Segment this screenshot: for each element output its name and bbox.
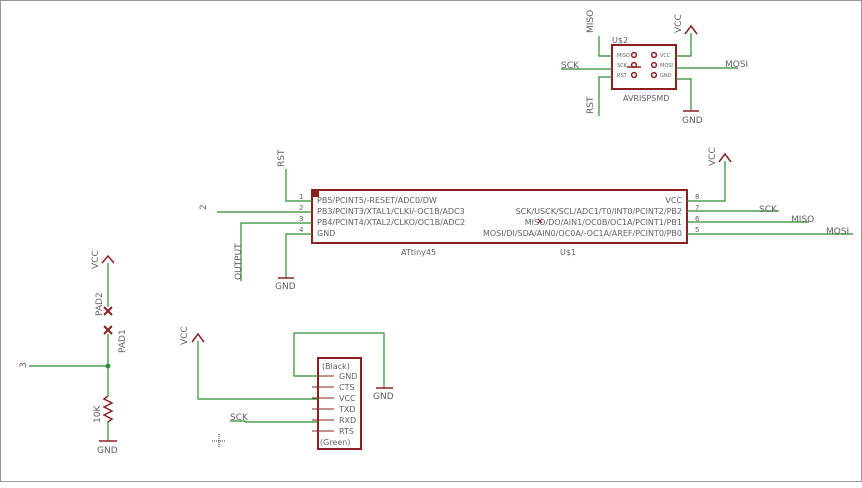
ftdi-net-gnd: GND xyxy=(373,392,394,402)
ftdi-net-vcc: VCC xyxy=(180,326,190,345)
mcu-left-pin4-name: GND xyxy=(317,229,335,238)
mcu-gnd-wire xyxy=(285,233,312,278)
mcu-net-2: 2 xyxy=(199,204,209,210)
ftdi-vcc-symbol xyxy=(191,332,205,343)
mcu-net-output: OUTPUT xyxy=(234,243,244,280)
resistor-value: 10K xyxy=(93,405,103,423)
mcu-net-miso: MISO xyxy=(791,215,814,225)
ftdi-pin-rxd: RXD xyxy=(339,416,356,425)
pads-net-gnd: GND xyxy=(97,446,118,456)
ftdi-pin-vcc: VCC xyxy=(339,394,356,403)
mcu-attiny45[interactable]: ATtiny45 U$1 PB5/PCINT5/-RESET/ADC0/DW P… xyxy=(199,147,853,292)
mcu-pin-num-5: 5 xyxy=(695,226,699,234)
isp-miso-wire xyxy=(598,36,612,57)
pads-vcc-symbol xyxy=(101,254,115,264)
mcu-pin-num-8: 8 xyxy=(695,193,699,201)
isp-net-mosi: MOSI xyxy=(725,60,748,70)
ftdi-gnd-wire xyxy=(293,332,385,388)
ftdi-net-sck: SCK xyxy=(230,413,249,423)
isp-net-gnd: GND xyxy=(682,116,703,126)
isp-header[interactable]: U$2 AVRISPSMD MISO SCK RST VCC MOSI GND … xyxy=(561,10,748,126)
isp-name: U$2 xyxy=(612,36,628,45)
pad1-x-marker xyxy=(103,325,113,335)
mcu-rst-wire xyxy=(285,169,312,202)
isp-net-miso: MISO xyxy=(586,10,596,33)
mcu-output-wire xyxy=(240,222,312,281)
ftdi-pin-stubs xyxy=(312,375,334,432)
mcu-pin-num-2: 2 xyxy=(299,204,303,212)
isp-pin-sck: SCK xyxy=(617,63,628,69)
isp-pin-miso: MISO xyxy=(617,53,630,59)
mcu-pin-num-4: 4 xyxy=(299,226,304,234)
mcu-origin-cross xyxy=(537,218,543,224)
mcu-pin-num-6: 6 xyxy=(695,215,700,223)
mcu-vcc-wire xyxy=(687,161,726,202)
junction-dot xyxy=(105,363,111,369)
mcu-pin-num-1: 1 xyxy=(299,193,303,201)
isp-net-rst: RST xyxy=(586,96,596,114)
mcu-net-gnd: GND xyxy=(275,282,296,292)
isp-pin-vcc: VCC xyxy=(660,53,671,59)
isp-net-vcc: VCC xyxy=(674,14,684,33)
ftdi-bottom-label: (Green) xyxy=(320,438,350,447)
pad1-label: PAD1 xyxy=(118,329,128,353)
mcu-pin-num-3: 3 xyxy=(299,215,303,223)
ftdi-sck-wire xyxy=(230,420,318,423)
mcu-pin-num-7: 7 xyxy=(695,204,699,212)
mcu-pin1-marker xyxy=(313,191,319,197)
ftdi-vcc-wire xyxy=(197,341,318,400)
mcu-right-pin7-name: SCK/USCK/SCL/ADC1/T0/INT0/PCINT2/PB2 xyxy=(516,207,682,216)
mcu-value: ATtiny45 xyxy=(401,248,436,257)
mcu-left-pin3-name: PB4/PCINT4/XTAL2/CLKO/OC1B/ADC2 xyxy=(317,218,465,227)
mcu-left-pin1-name: PB5/PCINT5/-RESET/ADC0/DW xyxy=(317,196,437,205)
mcu-right-pin6-name: MISO/DO/AIN1/OC0B/OC1A/PCINT1/PB1 xyxy=(525,218,682,227)
isp-pin-mosi: MOSI xyxy=(660,63,673,69)
mcu-net-vcc: VCC xyxy=(708,147,718,166)
ftdi-pin-gnd: GND xyxy=(339,372,357,381)
ftdi-body xyxy=(317,357,362,450)
ftdi-pin-txd: TXD xyxy=(338,405,356,414)
ftdi-top-label: (Black) xyxy=(322,362,350,371)
mcu-vcc-symbol xyxy=(718,152,732,163)
pad2-label: PAD2 xyxy=(95,292,105,316)
ftdi-header[interactable]: (Black) GND CTS VCC TXD RXD RTS (Green) … xyxy=(180,326,394,450)
ftdi-pin-cts: CTS xyxy=(339,383,355,392)
isp-value: AVRISPSMD xyxy=(623,94,669,103)
ftdi-pin-rts: RTS xyxy=(339,427,354,436)
isp-rst-wire xyxy=(598,76,612,116)
mcu-body xyxy=(311,189,688,244)
isp-body xyxy=(611,44,677,90)
pads-net-3: 3 xyxy=(19,362,29,368)
pad2-x-marker xyxy=(103,306,113,316)
isp-vcc-wire xyxy=(676,33,692,57)
isp-pin-rst: RST xyxy=(617,73,628,79)
mcu-net-rst: RST xyxy=(277,149,287,167)
crosshair-cursor-icon xyxy=(212,434,226,448)
mcu-right-pin5-name: MOSI/DI/SDA/AIN0/OC0A/-OC1A/AREF/PCINT0/… xyxy=(483,229,682,238)
isp-pads xyxy=(627,51,658,79)
pads-net-vcc: VCC xyxy=(91,250,101,269)
isp-net-sck: SCK xyxy=(561,61,580,71)
mcu-name: U$1 xyxy=(560,248,576,257)
mcu-net-mosi: MOSI xyxy=(826,227,849,237)
pads-resistor-group[interactable]: VCC PAD2 PAD1 3 10K GND xyxy=(19,250,128,456)
mcu-right-pin8-name: VCC xyxy=(665,196,682,205)
isp-pin-gnd: GND xyxy=(660,73,672,79)
isp-vcc-symbol xyxy=(684,24,698,35)
isp-gnd-wire xyxy=(676,78,692,111)
mcu-left-pin2-name: PB3/PCINT3/XTAL1/CLKI/-OC1B/ADC3 xyxy=(317,207,465,216)
mcu-net-sck: SCK xyxy=(759,205,778,215)
resistor-10k-symbol xyxy=(102,395,114,423)
